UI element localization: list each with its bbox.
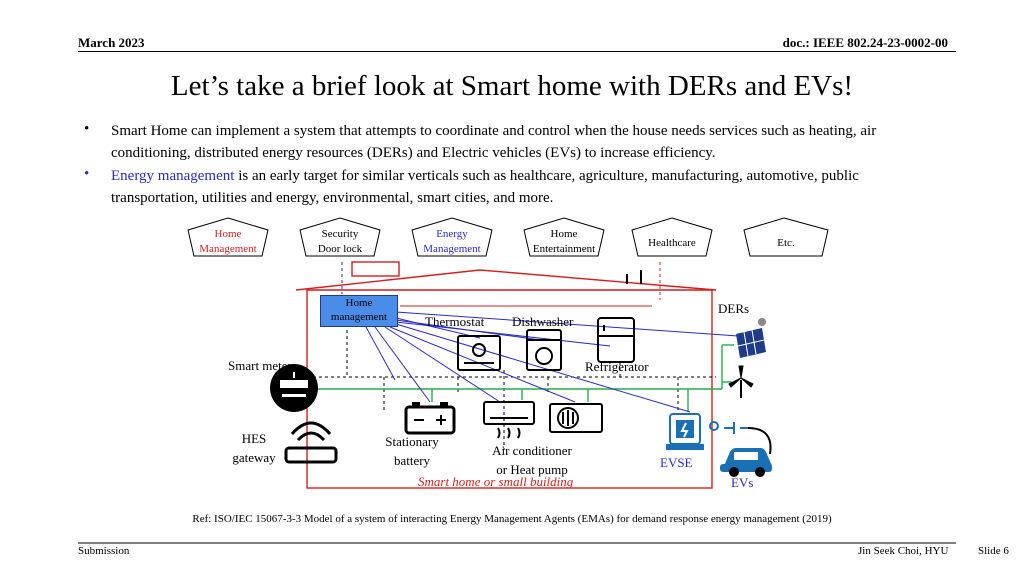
vertical-label-entertainment: Home Entertainment xyxy=(528,227,600,257)
vertical-label-etc: Etc. xyxy=(777,237,795,249)
vertical-label-home-management: Home Management xyxy=(196,227,260,257)
reference-note: Ref: ISO/IEC 15067-3-3 Model of a system… xyxy=(192,513,832,525)
heat-pump-icon xyxy=(549,403,603,433)
dishwasher-icon xyxy=(526,329,562,371)
bullet-marker-2: • xyxy=(84,166,90,182)
vertical-label-entertainment-line1: Home xyxy=(550,228,578,240)
vertical-label-energy: Energy Management xyxy=(418,227,486,257)
vertical-label-energy-line1: Energy xyxy=(436,228,468,240)
house-roof-outline xyxy=(295,269,717,291)
footer-author: Jin Seek Choi, HYU xyxy=(858,545,949,557)
vertical-label-security-line2: Door lock xyxy=(317,243,363,255)
hes-gateway-label-line1: HES xyxy=(241,431,267,446)
vertical-pentagon-home-management xyxy=(187,217,269,257)
air-conditioner-label-line1: Air conditioner xyxy=(492,443,572,458)
evse-label: EVSE xyxy=(660,455,693,470)
footer-submission: Submission xyxy=(78,545,130,557)
smart-meter-icon xyxy=(270,364,318,412)
home-management-box: Home management xyxy=(320,295,398,327)
home-management-box-line1: Home xyxy=(345,297,373,309)
electric-car-icon xyxy=(720,448,772,477)
bullet-text-2: Energy management is an early target for… xyxy=(111,165,941,209)
evs-label: EVs xyxy=(731,475,754,490)
hes-gateway-label-line2: gateway xyxy=(232,450,276,465)
vertical-label-energy-line2: Management xyxy=(423,243,481,255)
header-date: March 2023 xyxy=(78,35,145,50)
header-doc-id: doc.: IEEE 802.24-23-0002-00 xyxy=(782,35,948,50)
vertical-label-home-management-line1: Home xyxy=(214,228,242,240)
air-conditioner-icon xyxy=(483,401,535,439)
air-conditioner-label-line2: or Heat pump xyxy=(496,462,568,477)
vertical-label-home-management-line2: Management xyxy=(199,243,257,255)
solar-panel-icon xyxy=(736,318,766,358)
header-rule xyxy=(78,51,956,52)
vertical-label-healthcare: Healthcare xyxy=(648,237,696,249)
refrigerator-icon xyxy=(597,317,635,363)
vertical-label-security: Security Door lock xyxy=(306,227,374,257)
ders-label: DERs xyxy=(718,301,750,316)
vertical-label-security-line1: Security xyxy=(321,228,359,240)
dishwasher-label: Dishwasher xyxy=(512,314,574,329)
stationary-battery-label-line2: battery xyxy=(393,453,431,468)
vertical-pentagon-security xyxy=(299,217,381,257)
router-icon xyxy=(284,421,338,464)
thermostat-icon xyxy=(457,335,501,371)
thermostat-label: Thermostat xyxy=(425,314,485,329)
wind-turbine-icon xyxy=(728,365,754,398)
air-conditioner-label: Air conditioner or Heat pump xyxy=(480,441,584,479)
footer-slide-number: Slide 6 xyxy=(978,545,1009,557)
bullet-marker-1: • xyxy=(84,121,90,137)
hes-gateway-label: HES gateway xyxy=(226,429,282,467)
house-chimney xyxy=(351,261,400,277)
smart-meter-label: Smart meter xyxy=(228,358,292,373)
vertical-label-entertainment-line2: Entertainment xyxy=(532,243,596,255)
battery-icon xyxy=(404,402,456,435)
vertical-pentagon-energy xyxy=(411,217,493,257)
vertical-pentagon-healthcare xyxy=(631,217,713,257)
stationary-battery-label-line1: Stationary xyxy=(385,434,439,449)
home-management-box-line2: management xyxy=(330,311,388,323)
vertical-pentagon-entertainment xyxy=(523,217,605,257)
vertical-pentagon-etc xyxy=(743,217,829,257)
bullet-highlight: Energy management xyxy=(111,168,235,184)
bullet-text-1: Smart Home can implement a system that a… xyxy=(111,123,877,161)
refrigerator-label: Refrigerator xyxy=(585,359,649,374)
stationary-battery-label: Stationary battery xyxy=(378,432,446,470)
slide-title: Let’s take a brief look at Smart home wi… xyxy=(170,70,854,102)
plug-icon xyxy=(709,421,750,434)
building-caption: Smart home or small building xyxy=(418,474,574,489)
evse-icon xyxy=(666,413,704,450)
bullet-text-2-rest: is an early target for similar verticals… xyxy=(111,168,859,206)
